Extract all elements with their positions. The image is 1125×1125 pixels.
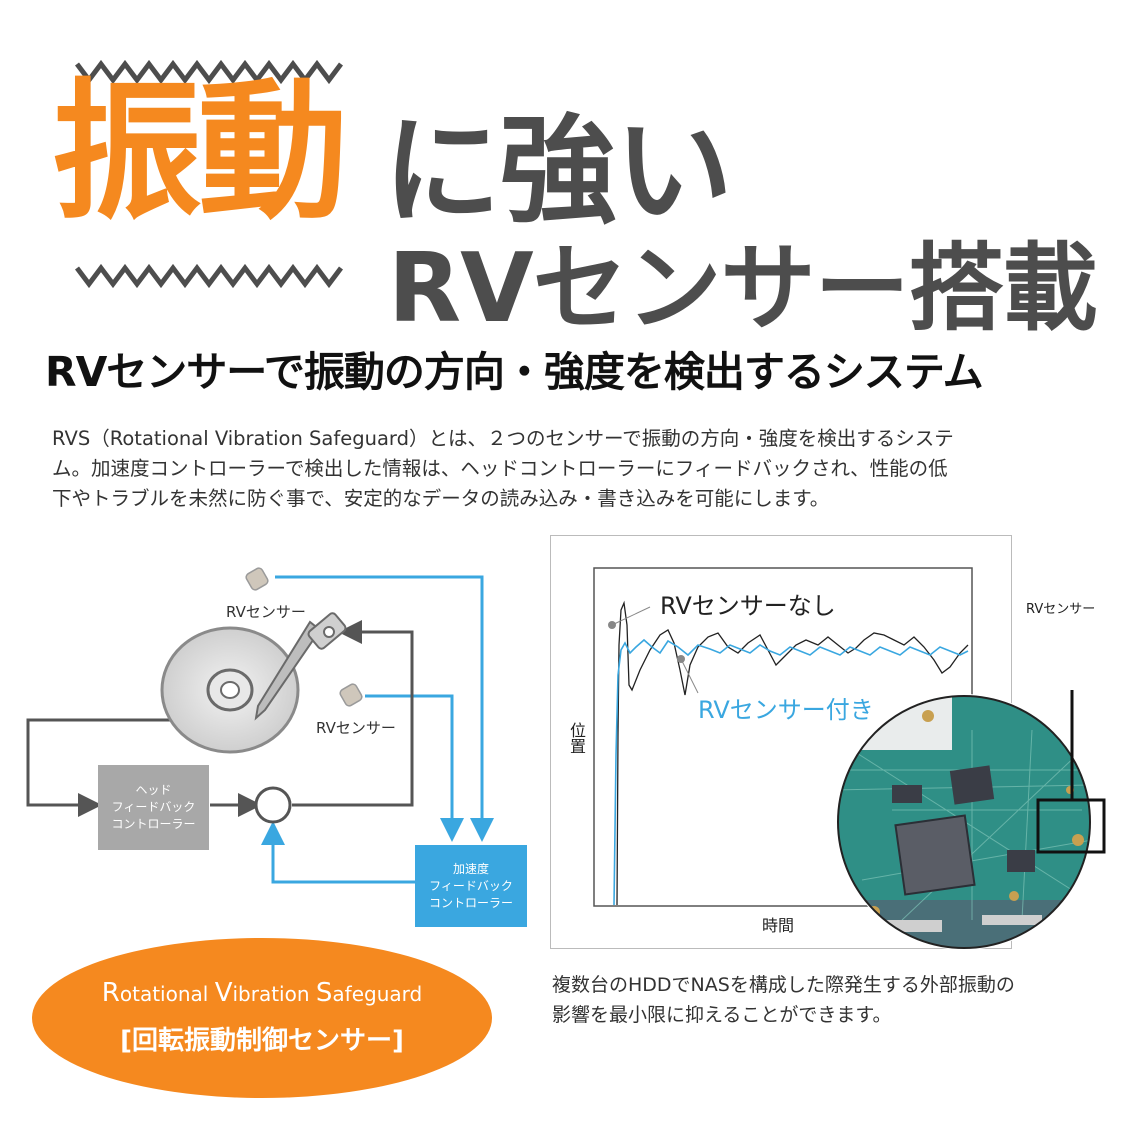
accel-controller-line: フィードバック xyxy=(429,878,513,893)
accel-controller-line: 加速度 xyxy=(452,861,489,876)
pcb-photo xyxy=(836,690,1106,950)
rvs-initial: R xyxy=(101,978,120,1008)
zigzag-bottom-decoration xyxy=(75,263,343,289)
description-line: RVS（Rotational Vibration Safeguard）とは、２つ… xyxy=(52,427,954,450)
summing-junction xyxy=(254,786,292,824)
rvs-full-name: Rotational Vibration Safeguard xyxy=(32,978,492,1008)
description: RVS（Rotational Vibration Safeguard）とは、２つ… xyxy=(52,424,1082,514)
caption-line: 複数台のHDDでNASを構成した際発生する外部振動の xyxy=(552,974,1015,996)
rv-sensor-top xyxy=(245,567,269,591)
description-line: 下やトラブルを未然に防ぐ事で、安定的なデータの読み込み・書き込みを可能にします。 xyxy=(52,487,830,510)
headline-rv-sensor: RVセンサー搭載 xyxy=(388,234,1098,344)
graph-caption: 複数台のHDDでNASを構成した際発生する外部振動の 影響を最小限に抑えることが… xyxy=(552,970,1112,1030)
head-controller-line: コントローラー xyxy=(111,817,196,831)
pcb-sensor-label: RVセンサー xyxy=(1026,602,1096,617)
label-with-sensor: RVセンサー付き xyxy=(698,696,874,724)
rv-sensor-mid xyxy=(339,683,363,707)
caption-line: 影響を最小限に抑えることができます。 xyxy=(552,1004,892,1026)
headline-vibration: 振動 xyxy=(52,66,348,240)
x-axis-label: 時間 xyxy=(762,916,795,935)
rv-sensor-label-mid: RVセンサー xyxy=(316,719,396,737)
zigzag-top-decoration xyxy=(75,59,343,85)
rvs-word: afeguard xyxy=(332,982,423,1006)
subtitle: RVセンサーで振動の方向・強度を検出するシステム xyxy=(45,348,984,396)
head-controller-line: ヘッド xyxy=(135,783,172,797)
rvs-badge: Rotational Vibration Safeguard [回転振動制御セン… xyxy=(32,938,492,1098)
rvs-initial: V xyxy=(214,978,233,1008)
headline-resistant: に強い xyxy=(383,102,733,240)
head-controller-line: フィードバック xyxy=(111,800,196,814)
y-axis-label: 位置 xyxy=(567,722,586,754)
accel-controller-line: コントローラー xyxy=(428,895,513,910)
rv-sensor-label-top: RVセンサー xyxy=(226,603,306,621)
rvs-word: ibration xyxy=(232,982,316,1006)
rvs-initial: S xyxy=(315,978,333,1008)
label-without-sensor: RVセンサーなし xyxy=(660,592,836,620)
rvs-word: otational xyxy=(119,982,215,1006)
feedback-diagram xyxy=(26,567,494,884)
accel-feedback-controller: 加速度 フィードバック コントローラー xyxy=(415,845,527,927)
head-feedback-controller: ヘッド フィードバック コントローラー xyxy=(98,765,209,850)
description-line: ム。加速度コントローラーで検出した情報は、ヘッドコントローラーにフィードバックさ… xyxy=(52,457,948,480)
rvs-japanese-name: [回転振動制御センサー] xyxy=(120,1026,404,1056)
